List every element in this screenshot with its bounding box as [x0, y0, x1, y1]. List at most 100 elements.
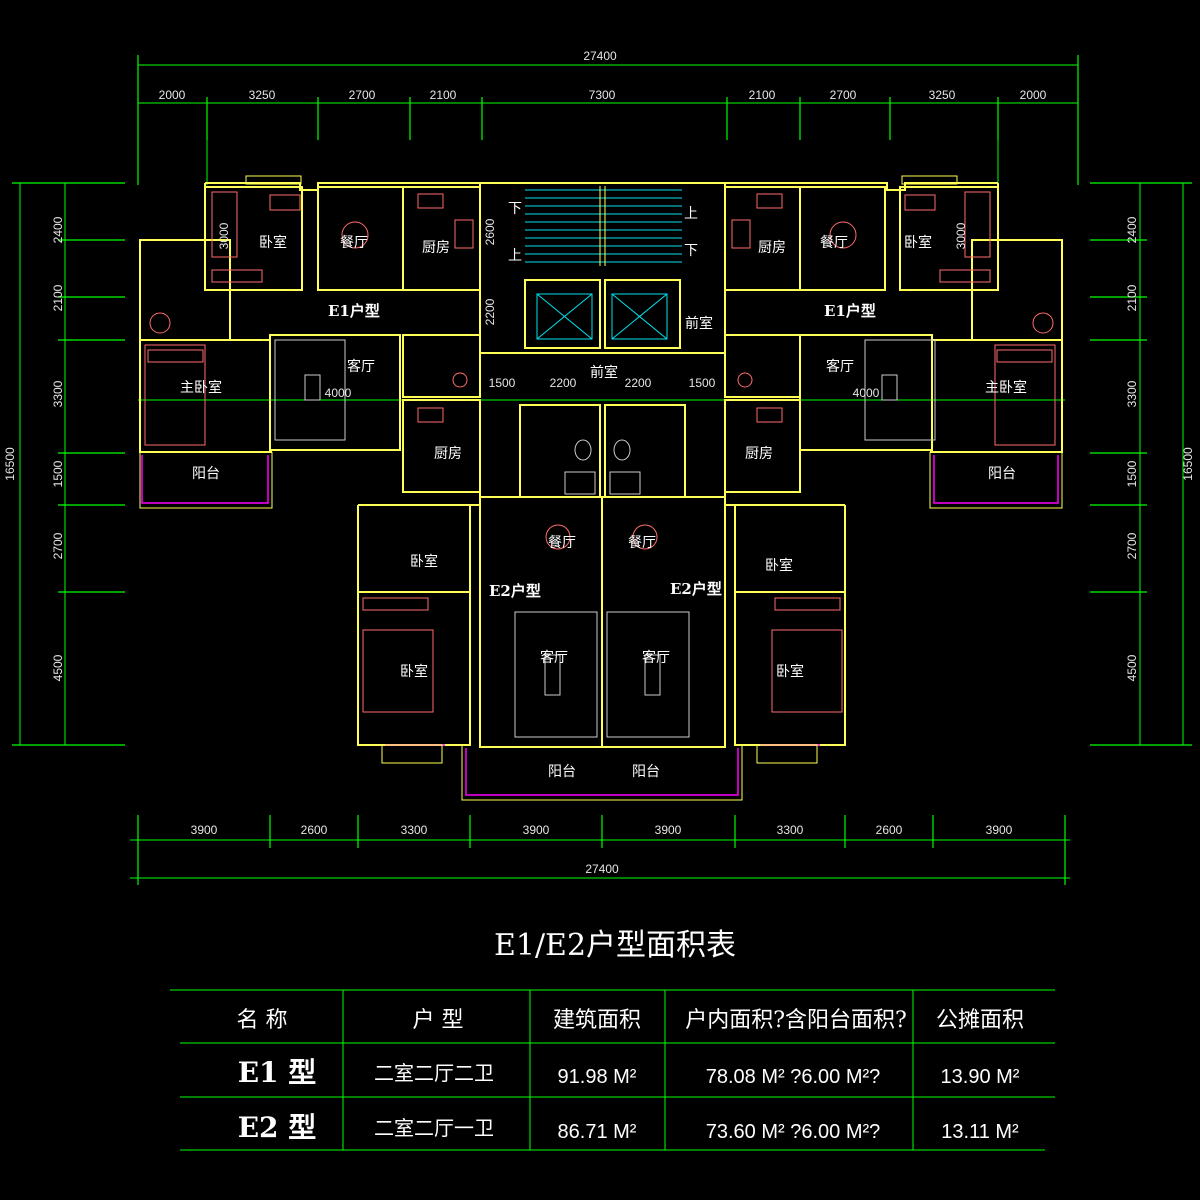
top-dim-3: 2700	[349, 88, 376, 102]
room-balcony-e2l: 阳台	[548, 764, 576, 780]
room-kitchen-e1l-top: 厨房	[422, 240, 450, 256]
balconies	[139, 175, 1063, 801]
bottom-dim-2: 2600	[301, 823, 328, 837]
top-dim-1: 2000	[159, 88, 186, 102]
right-dim-1: 2400	[1125, 216, 1139, 243]
table-row-2-indoor-area: 73.60 M² ?6.00 M²?	[706, 1121, 881, 1143]
room-bedroom-e2r: 卧室	[776, 663, 804, 680]
top-dim-8: 3250	[929, 88, 956, 102]
right-dim-4: 1500	[1125, 460, 1139, 487]
area-table: E1/E2户型面积表 名 称 户 型 建筑面积 户内面积?含阳台面积? 公摊面积…	[170, 928, 1055, 1151]
table-header-building-area: 建筑面积	[553, 1008, 641, 1033]
inner-dim-1: 1500	[489, 376, 516, 390]
inner-dim-bed-r: 3000	[954, 222, 968, 249]
top-dim-4: 2100	[430, 88, 457, 102]
unit-label-e2-left: E2户型	[489, 582, 541, 600]
top-dim-9: 2000	[1020, 88, 1047, 102]
inner-dim-bed-l: 3000	[217, 222, 231, 249]
table-row-2-name: E2 型	[238, 1111, 317, 1144]
room-bedroom-e2r-small: 卧室	[765, 557, 793, 574]
room-kitchen-e1l-bottom: 厨房	[434, 446, 462, 462]
room-master-e1l: 主卧室	[180, 379, 222, 396]
left-dim-4: 1500	[51, 460, 65, 487]
room-bedroom-e2l: 卧室	[400, 663, 428, 680]
right-total-dim: 16500	[1181, 447, 1195, 481]
top-dim-5: 7300	[589, 88, 616, 102]
left-dimension-chain: 16500 2400 2100 3300 1500 2700 4500	[3, 182, 125, 746]
table-row-1-shared-area: 13.90 M²	[941, 1066, 1020, 1088]
room-labels: 卧室 餐厅 厨房 客厅 主卧室 阳台 厨房 卧室 餐厅 厨房 客厅 主卧室 阳台…	[180, 234, 1027, 780]
table-header-layout: 户 型	[413, 1008, 464, 1033]
room-balcony-e1r: 阳台	[988, 466, 1016, 482]
room-bedroom-e1r: 卧室	[904, 234, 932, 251]
top-dim-6: 2100	[749, 88, 776, 102]
room-living-e2r: 客厅	[642, 649, 670, 666]
table-row-2-layout: 二室二厅一卫	[374, 1116, 494, 1140]
building-walls	[139, 182, 1063, 748]
right-dimension-chain: 16500 2400 2100 3300 1500 2700 4500	[1090, 182, 1195, 746]
table-header-shared-area: 公摊面积	[936, 1008, 1024, 1033]
table-row-1-building-area: 91.98 M²	[558, 1066, 637, 1088]
room-bedroom-e2l-small: 卧室	[410, 553, 438, 570]
table-row-1-layout: 二室二厅二卫	[374, 1061, 494, 1085]
table-header-name: 名 称	[237, 1008, 288, 1033]
bottom-dim-3: 3300	[401, 823, 428, 837]
left-dim-2: 2100	[51, 284, 65, 311]
room-bedroom-e1l: 卧室	[259, 234, 287, 251]
room-balcony-e1l: 阳台	[192, 466, 220, 482]
top-dim-2: 3250	[249, 88, 276, 102]
bottom-dimension-chain: 3900 2600 3300 3900 3900 3300 2600 3900 …	[130, 815, 1070, 885]
room-living-e1l: 客厅	[347, 358, 375, 375]
table-header-indoor-area: 户内面积?含阳台面积?	[685, 1008, 907, 1033]
bottom-dim-1: 3900	[191, 823, 218, 837]
table-row-1-name: E1 型	[238, 1056, 317, 1089]
stair-down-left: 下	[508, 201, 522, 217]
inner-dim-4: 1500	[689, 376, 716, 390]
room-dining-e2l: 餐厅	[548, 535, 576, 551]
right-dim-2: 2100	[1125, 284, 1139, 311]
inner-dim-hall: 2200	[483, 298, 497, 325]
room-living-e1r: 客厅	[826, 358, 854, 375]
area-table-title: E1/E2户型面积表	[494, 928, 736, 963]
stair-up-right: 上	[684, 206, 698, 222]
left-dim-6: 4500	[51, 654, 65, 681]
front-hall-label-2: 前室	[590, 364, 618, 381]
bottom-dim-6: 3300	[777, 823, 804, 837]
top-dim-7: 2700	[830, 88, 857, 102]
bottom-dim-4: 3900	[523, 823, 550, 837]
room-kitchen-e1r-top: 厨房	[758, 240, 786, 256]
inner-dim-living-r: 4000	[853, 386, 880, 400]
bottom-dim-5: 3900	[655, 823, 682, 837]
inner-dim-stair: 2600	[483, 218, 497, 245]
left-total-dim: 16500	[3, 447, 17, 481]
right-dim-6: 4500	[1125, 654, 1139, 681]
unit-label-e2-right: E2户型	[670, 580, 722, 598]
inner-dim-living-l: 4000	[325, 386, 352, 400]
room-kitchen-e1r-bottom: 厨房	[745, 446, 773, 462]
furniture	[144, 191, 1056, 738]
room-balcony-e2r: 阳台	[632, 764, 660, 780]
axis-lines	[138, 140, 1065, 401]
top-total-dim: 27400	[583, 49, 617, 63]
top-dimension-chain: 27400 2000 3250 2700 2100 7300 2100 2700…	[137, 49, 1079, 185]
bottom-total-dim: 27400	[585, 862, 619, 876]
room-living-e2l: 客厅	[540, 649, 568, 666]
room-dining-e1l: 餐厅	[340, 235, 368, 251]
table-row-2-shared-area: 13.11 M²	[941, 1121, 1019, 1143]
left-dim-1: 2400	[51, 216, 65, 243]
table-row-1-indoor-area: 78.08 M² ?6.00 M²?	[706, 1066, 881, 1088]
stair-down-right: 下	[684, 243, 698, 259]
inner-dim-2: 2200	[550, 376, 577, 390]
bottom-dim-8: 3900	[986, 823, 1013, 837]
room-master-e1r: 主卧室	[985, 379, 1027, 396]
left-dim-3: 3300	[51, 380, 65, 407]
left-dim-5: 2700	[51, 532, 65, 559]
unit-label-e1-left: E1户型	[328, 302, 380, 320]
stair-up-left: 上	[508, 248, 522, 264]
right-dim-3: 3300	[1125, 380, 1139, 407]
room-dining-e1r: 餐厅	[820, 235, 848, 251]
unit-labels: E1户型 E1户型 E2户型 E2户型	[328, 302, 876, 600]
right-dim-5: 2700	[1125, 532, 1139, 559]
stair-elevator-core: 下 上 上 下 前室 前室	[508, 186, 713, 381]
